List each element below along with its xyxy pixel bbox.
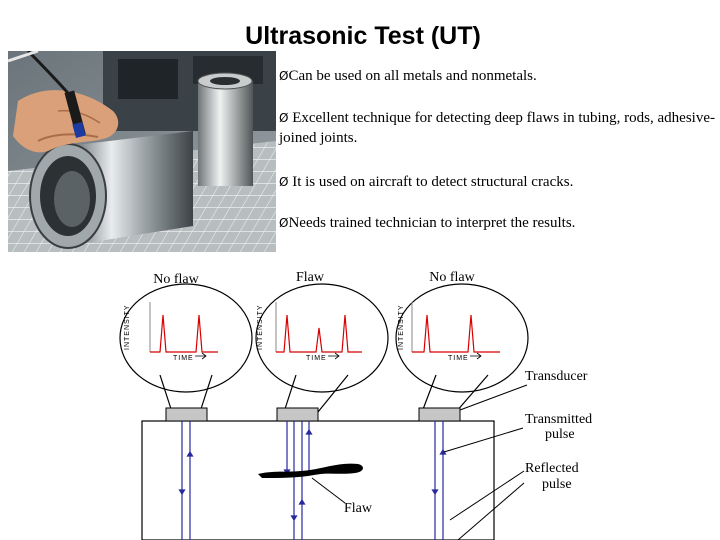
bullet-4-text: Needs trained technician to interpret th… — [288, 215, 576, 231]
transducer-2 — [276, 407, 319, 422]
scope-3-label: No flaw — [429, 270, 475, 285]
arrow-bullet-icon: Ø — [279, 69, 289, 83]
flaw-shape — [258, 463, 364, 478]
oscilloscope-2: INTENSITY TIME — [255, 283, 389, 413]
scope-1-ylabel: INTENSITY — [124, 304, 131, 350]
flaw-label: Flaw — [344, 501, 373, 516]
oscilloscope-3: INTENSITY TIME — [395, 283, 529, 413]
ultrasonic-inspection-photo — [8, 51, 276, 252]
arrow-bullet-icon: Ø — [279, 175, 289, 189]
trace-2 — [276, 314, 362, 353]
scope-2-label: Flaw — [296, 270, 325, 285]
scope-2-ylabel: INTENSITY — [257, 304, 264, 350]
ultrasonic-beams — [178, 421, 447, 540]
reflected-label-2: pulse — [542, 477, 572, 492]
transmitted-label-1: Transmitted — [525, 412, 592, 427]
bullet-3: Ø It is used on aircraft to detect struc… — [279, 172, 715, 192]
scope-3-xlabel: TIME — [448, 355, 469, 362]
callout-lines — [311, 384, 528, 540]
bullet-4: ØNeeds trained technician to interpret t… — [279, 213, 715, 233]
scope-1-label: No flaw — [153, 272, 199, 287]
arrow-bullet-icon: Ø — [279, 216, 289, 230]
transducer-1 — [165, 407, 208, 422]
trace-1 — [150, 314, 218, 353]
transducer-label: Transducer — [525, 369, 588, 384]
bullet-2-text: Excellent technique for detecting deep f… — [279, 110, 715, 146]
scope-2-xlabel: TIME — [306, 355, 327, 362]
oscilloscope-1: INTENSITY TIME — [119, 283, 253, 413]
scope-3-ylabel: INTENSITY — [398, 304, 405, 350]
slide-title: Ultrasonic Test (UT) — [245, 22, 481, 50]
transmitted-label-2: pulse — [545, 427, 575, 442]
bullet-3-text: It is used on aircraft to detect structu… — [288, 174, 574, 190]
bullet-2: Ø Excellent technique for detecting deep… — [279, 108, 715, 148]
test-specimen — [141, 420, 495, 540]
bullet-1: ØCan be used on all metals and nonmetals… — [279, 66, 715, 86]
reflected-label-1: Reflected — [525, 461, 579, 476]
arrow-bullet-icon: Ø — [279, 111, 289, 125]
transducer-3 — [418, 407, 461, 422]
trace-3 — [412, 314, 500, 353]
bullet-1-text: Can be used on all metals and nonmetals. — [288, 68, 537, 84]
scope-1-xlabel: TIME — [173, 355, 194, 362]
